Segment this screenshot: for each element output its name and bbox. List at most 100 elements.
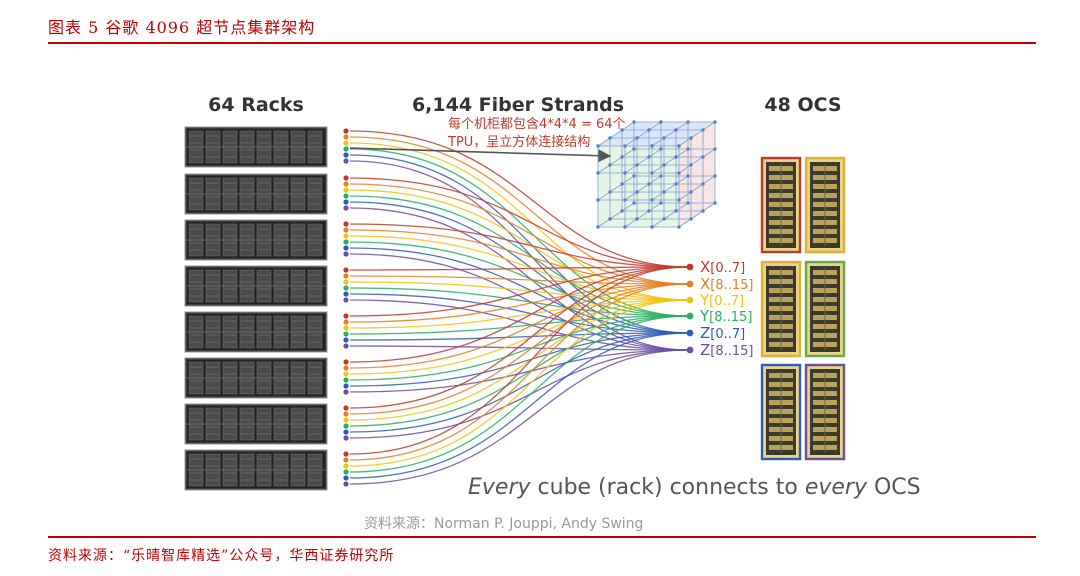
fiber-strand — [349, 315, 690, 427]
racks-header: 64 Racks — [208, 94, 304, 116]
caption-middle: cube (rack) connects to — [531, 475, 805, 500]
diagram-source-line: 资料来源：Norman P. Jouppi, Andy Swing — [364, 516, 643, 532]
fiber-strand — [349, 315, 690, 381]
caption-word-every: Every — [468, 475, 532, 500]
fibers-header: 6,144 Fiber Strands — [412, 94, 624, 116]
rack — [184, 173, 328, 215]
rack — [184, 219, 328, 261]
fiber-endpoint — [343, 377, 349, 383]
ocs-switch — [760, 156, 802, 254]
fiber-endpoint — [343, 331, 349, 337]
fiber-strand — [349, 229, 690, 285]
title-rule — [48, 42, 1036, 44]
fiber-endpoint — [343, 343, 349, 349]
fiber-endpoint — [343, 245, 349, 251]
port-dot — [686, 312, 694, 320]
port-label: Y[8..15] — [699, 307, 752, 325]
fiber-strand — [349, 299, 690, 467]
fiber-endpoint — [343, 429, 349, 435]
fiber-endpoint — [343, 371, 349, 377]
fiber-endpoint — [343, 475, 349, 481]
fiber-strand — [349, 183, 690, 285]
fiber-endpoint — [343, 469, 349, 475]
fiber-endpoint — [343, 457, 349, 463]
port-label: X[0..7] — [700, 258, 745, 276]
rack — [184, 403, 328, 445]
figure-title: 图表 5 谷歌 4096 超节点集群架构 — [48, 18, 316, 37]
rack — [184, 311, 328, 353]
ocs-header: 48 OCS — [764, 94, 841, 116]
fiber-strand — [349, 283, 690, 323]
fiber-strand — [349, 349, 690, 485]
fiber-strand — [349, 177, 690, 268]
fiber-strand — [349, 148, 690, 317]
port-dot — [686, 329, 694, 337]
fiber-endpoint — [343, 423, 349, 429]
port-label: Z[8..15] — [700, 341, 754, 359]
fiber-endpoint — [343, 417, 349, 423]
rack-column — [184, 126, 328, 491]
fiber-strand — [349, 283, 690, 461]
fiber-endpoint — [343, 227, 349, 233]
annotation-line-2: TPU，呈立方体连接结构 — [447, 134, 590, 150]
fiber-endpoint — [343, 205, 349, 211]
fiber-endpoint — [343, 411, 349, 417]
fiber-strand — [349, 266, 690, 455]
fiber-endpoint — [343, 140, 349, 146]
fiber-endpoint — [343, 291, 349, 297]
ocs-grid — [760, 156, 846, 461]
fiber-strand — [349, 130, 690, 268]
ocs-switch — [804, 260, 846, 358]
fiber-endpoint — [343, 175, 349, 181]
port-label: X[8..15] — [700, 275, 754, 293]
fiber-endpoint — [343, 319, 349, 325]
fiber-endpoint — [343, 233, 349, 239]
fiber-strand — [349, 241, 690, 317]
fiber-strand — [349, 266, 690, 317]
fiber-endpoint — [343, 193, 349, 199]
diagram-caption: Every cube (rack) connects to every OCS — [468, 475, 921, 500]
fiber-endpoint — [343, 251, 349, 257]
fiber-endpoint — [343, 134, 349, 140]
ocs-switch — [760, 260, 802, 358]
fiber-strand — [349, 287, 690, 317]
rack — [184, 449, 328, 491]
rack — [184, 265, 328, 307]
fiber-endpoint — [343, 359, 349, 365]
caption-word-every-2: every — [805, 475, 868, 500]
fiber-endpoint — [343, 273, 349, 279]
fiber-endpoint — [343, 297, 349, 303]
port-dot — [686, 346, 694, 354]
fiber-endpoint — [343, 279, 349, 285]
fiber-endpoint — [343, 435, 349, 441]
fiber-strands — [343, 128, 690, 487]
fiber-strand — [349, 315, 690, 335]
port-dot — [686, 280, 694, 288]
footer-rule — [48, 536, 1036, 538]
fiber-endpoint — [343, 405, 349, 411]
fiber-endpoint — [343, 313, 349, 319]
fiber-strand — [349, 195, 690, 317]
port-label: Y[0..7] — [699, 291, 744, 309]
fiber-strand — [349, 332, 690, 479]
tpu-cube-illustration — [596, 120, 717, 229]
rack — [184, 357, 328, 399]
fiber-strand — [349, 275, 690, 285]
port-labels: X[0..7]X[8..15]Y[0..7]Y[8..15]Z[0..7]Z[8… — [686, 258, 754, 359]
fiber-endpoint — [343, 239, 349, 245]
fiber-endpoint — [343, 337, 349, 343]
fiber-endpoint — [343, 152, 349, 158]
fiber-strand — [349, 315, 690, 473]
port-label: Z[0..7] — [700, 324, 745, 342]
fiber-endpoint — [343, 181, 349, 187]
fiber-strand — [349, 299, 690, 421]
fiber-endpoint — [343, 389, 349, 395]
fiber-endpoint — [343, 383, 349, 389]
fiber-endpoint — [343, 187, 349, 193]
port-dot — [686, 263, 694, 271]
fiber-strand — [349, 223, 690, 268]
fiber-strand — [349, 142, 690, 301]
fiber-endpoint — [343, 158, 349, 164]
fiber-strand — [349, 283, 690, 415]
